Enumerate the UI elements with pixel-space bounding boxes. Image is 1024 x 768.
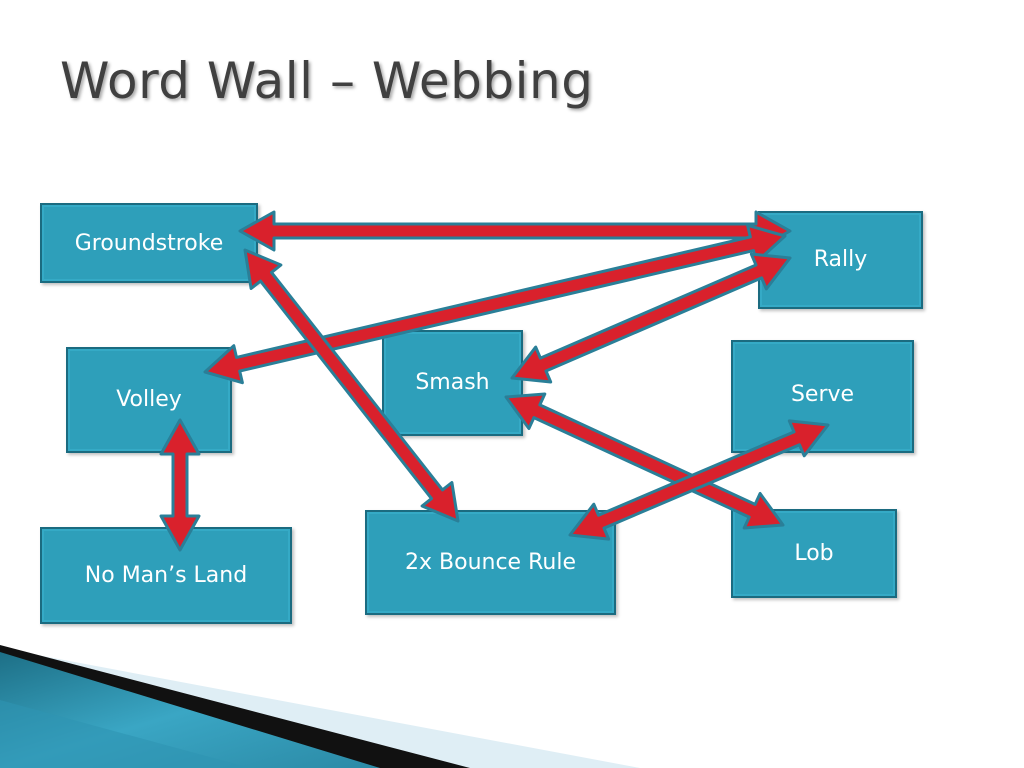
slide-title: Word Wall – Webbing: [60, 52, 594, 110]
node-volley: Volley: [66, 347, 232, 453]
